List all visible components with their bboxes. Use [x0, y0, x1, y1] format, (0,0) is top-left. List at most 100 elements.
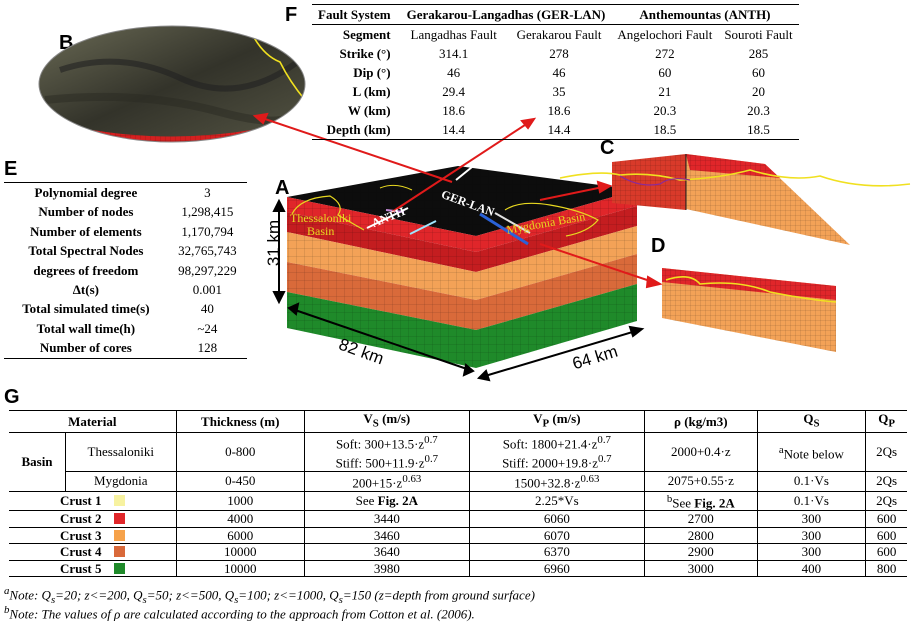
crust-name: Crust 5: [59, 560, 102, 576]
table-row: Δt(s)0.001: [4, 280, 247, 299]
param-label: Number of elements: [30, 223, 142, 239]
table-cell: bSee Fig. 2A: [644, 491, 758, 512]
table-row: W (km) 18.6 18.6 20.3 20.3: [312, 101, 799, 120]
formula: Soft: 1800+21.4·z: [502, 436, 598, 452]
note-text: =150 (z=depth from ground surface): [342, 587, 535, 603]
table-cell: 60: [658, 65, 672, 80]
qs-symbol: Q: [803, 411, 814, 426]
crust-name: Crust 1: [59, 493, 102, 509]
param-label: Total wall time(h): [36, 320, 136, 336]
table-row: Crust 3 6000 3460 6070 2800 300 600: [9, 527, 907, 545]
table-row: Strike (°) 314.1 278 272 285: [312, 44, 799, 63]
note-text: =20; z<=200, Q: [55, 587, 143, 603]
table-row: Crust 2 4000 3440 6060 2700 300 600: [9, 510, 907, 528]
fault-view-c: [559, 154, 911, 245]
table-cell: 20.3: [747, 103, 770, 118]
table-cell: 14.4: [400, 120, 507, 140]
param-value: 40: [200, 301, 214, 317]
param-label: Total simulated time(s): [22, 301, 150, 317]
callout-arrows: [252, 112, 663, 289]
table-row: Mygdonia 0-450 200+15·z0.63 1500+32.8·z0…: [9, 471, 907, 492]
table-cell: 1000: [176, 491, 305, 512]
basin-group-label: Basin: [9, 432, 67, 492]
material-name: Crust 3: [9, 527, 177, 545]
param-label: degrees of freedom: [33, 262, 139, 278]
table-cell: 18.6: [547, 103, 571, 118]
col-header-vs: VS (m/s): [304, 409, 470, 434]
table-cell: 6370: [469, 543, 645, 561]
row-header: Fault System: [312, 4, 401, 25]
crust-2-swatch: [113, 513, 125, 525]
table-cell: See Fig. 2A: [304, 491, 470, 512]
vp-symbol: V: [533, 411, 543, 426]
table-cell: aNote below: [757, 432, 867, 472]
sub: s: [234, 593, 239, 606]
crust-4-swatch: [113, 546, 125, 558]
table-cell: 2Qs: [865, 471, 907, 492]
col-header-qp: QP: [865, 409, 907, 434]
col-header-qs: QS: [757, 409, 867, 434]
table-cell: 200+15·z0.63: [304, 471, 470, 492]
param-value: 32,765,743: [178, 243, 237, 259]
thessaloniki-basin-label: Thessaloniki Basin: [290, 212, 351, 238]
table-row: Dip (°) 46 46 60 60: [312, 63, 799, 82]
footnote-mark: b: [4, 604, 10, 616]
param-value: 3: [167, 182, 247, 203]
vs-unit: (m/s): [378, 411, 411, 426]
figure-ref: Fig. 2A: [377, 493, 419, 509]
exponent: 0.63: [580, 472, 600, 485]
vs-sub: S: [372, 417, 379, 430]
table-cell: 4000: [176, 510, 305, 528]
vp-unit: (m/s): [549, 411, 581, 426]
formula: Soft: 300+13.5·z: [335, 436, 425, 452]
depth-dimension-label: 31 km: [264, 219, 283, 267]
row-header: Depth (km): [312, 120, 401, 140]
table-cell: 2Qs: [865, 432, 907, 472]
table-cell: 29.4: [442, 84, 466, 99]
footnote-a: aNote: Qs=20; z<=200, Qs=50; z<=500, Qs=…: [4, 585, 535, 606]
col-header-thickness: Thickness (m): [176, 409, 305, 434]
segment-name: Souroti Fault: [724, 27, 793, 42]
formula: Stiff: 500+11.9·z: [335, 455, 425, 471]
material-name: Crust 2: [9, 510, 177, 528]
table-cell: 35: [552, 84, 566, 99]
panel-label-f: F: [285, 4, 298, 26]
footnote-mark: a: [4, 585, 10, 597]
table-cell: 2700: [644, 510, 758, 528]
table-row: Crust 1 1000 See Fig. 2A 2.25*Vs bSee Fi…: [9, 491, 907, 512]
segment-name: Angelochori Fault: [617, 27, 713, 42]
model-block-a: [287, 166, 637, 368]
note-text: Note: Q: [9, 587, 51, 603]
segment-name: Gerakarou Fault: [516, 27, 602, 42]
basin-word: Basin: [306, 224, 335, 238]
col-header-vp: VP (m/s): [469, 409, 645, 434]
row-header: Segment: [342, 27, 391, 42]
table-cell: 0-800: [176, 432, 305, 472]
table-cell: 400: [757, 560, 867, 578]
table-cell: 0-450: [176, 471, 305, 492]
table-cell: 272: [655, 46, 675, 61]
exponent: 0.7: [424, 434, 438, 447]
material-name: Mygdonia: [65, 471, 177, 492]
param-value: 1,298,415: [181, 204, 234, 220]
table-cell: 21: [658, 84, 672, 99]
table-cell: 3000: [644, 560, 758, 578]
table-cell: Soft: 300+13.5·z0.7 Stiff: 500+11.9·z0.7: [304, 432, 470, 472]
table-cell: 14.4: [506, 120, 612, 140]
footnote-mark: b: [666, 492, 673, 505]
table-row: Crust 5 10000 3980 6960 3000 400 800: [9, 560, 907, 578]
row-header: Dip (°): [353, 65, 391, 80]
note-text: =100; z<=1000, Q: [238, 587, 339, 603]
table-cell: 300: [757, 510, 867, 528]
footnote-mark: a: [778, 443, 784, 456]
col-header-material: Material: [9, 409, 177, 434]
param-label: Number of cores: [4, 338, 168, 359]
crust-name: Crust 3: [59, 527, 102, 543]
table-cell: 3460: [304, 527, 470, 545]
table-cell: 6070: [469, 527, 645, 545]
table-cell: 0.1·Vs: [757, 491, 867, 512]
table-cell: 6960: [469, 560, 645, 578]
table-cell: 314.1: [439, 46, 469, 61]
param-value: 98,297,229: [178, 262, 237, 278]
